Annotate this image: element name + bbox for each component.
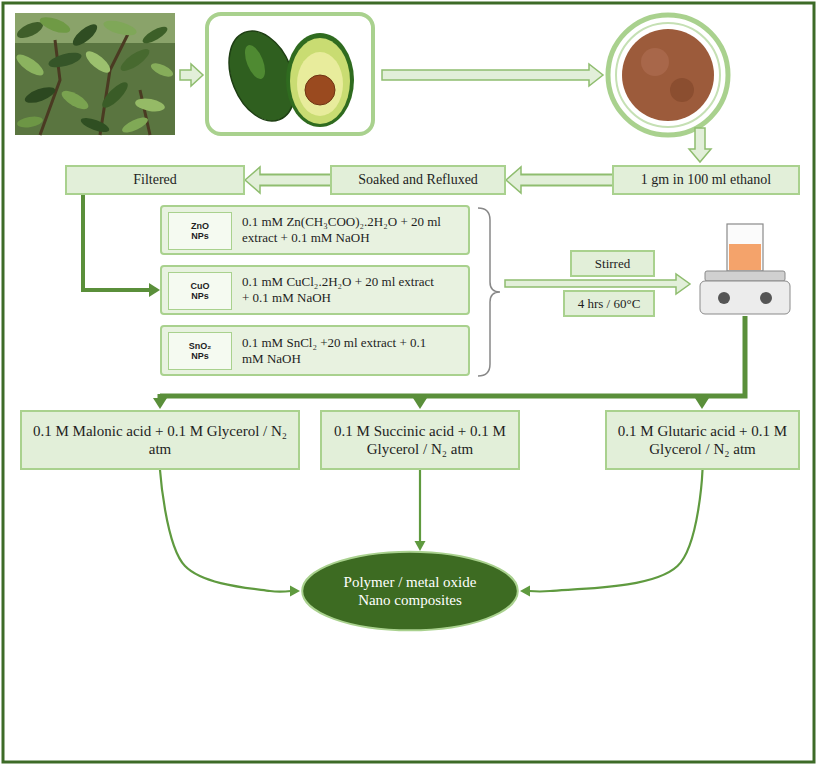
hot-plate-stirrer bbox=[700, 224, 790, 314]
flow-arrow bbox=[83, 195, 160, 297]
leaf bbox=[134, 96, 166, 113]
process-arrow bbox=[689, 128, 711, 162]
product-tag: SnO₂ NPs bbox=[168, 332, 232, 370]
arrow-head bbox=[153, 398, 167, 409]
leaf bbox=[83, 48, 114, 76]
leaf bbox=[38, 14, 72, 36]
avocado-half-skin bbox=[286, 33, 354, 127]
stirrer-knob bbox=[718, 292, 730, 304]
node-label: Stirred bbox=[595, 256, 630, 272]
product-tag: CuO NPs bbox=[168, 272, 232, 310]
node-label: 0.1 mM CuCl₂.2H₂O + 20 ml extract + 0.1 … bbox=[242, 274, 442, 305]
leaf bbox=[118, 45, 153, 74]
flow-arrow bbox=[506, 167, 612, 193]
stirrer-knob bbox=[760, 292, 772, 304]
ellipse-shape bbox=[302, 552, 518, 631]
arrow-head bbox=[290, 586, 300, 597]
powder bbox=[622, 29, 714, 121]
node-label: Filtered bbox=[133, 172, 177, 189]
node-label: 4 hrs / 60°C bbox=[578, 296, 641, 312]
condition-box: 4 hrs / 60°C bbox=[563, 290, 655, 317]
process-box: Filtered bbox=[65, 165, 245, 195]
leaf bbox=[149, 60, 175, 79]
distribution-line bbox=[160, 394, 702, 399]
avocado-half-flesh bbox=[297, 52, 343, 116]
recipe-box: 0.1 mM SnCl₂ +20 ml extract + 0.1 mM NaO… bbox=[160, 325, 470, 376]
powder-shade bbox=[670, 78, 694, 102]
avocado-shine bbox=[241, 42, 269, 81]
ellipse-outline bbox=[300, 550, 520, 632]
avocado-seed bbox=[305, 75, 335, 105]
process-arrow bbox=[180, 64, 203, 86]
arrow-body bbox=[256, 176, 330, 185]
leaf bbox=[16, 115, 43, 129]
leaf bbox=[120, 115, 150, 136]
arrow-head bbox=[149, 283, 160, 297]
picture-ring bbox=[608, 15, 728, 135]
node-label: 0.1 M Malonic acid + 0.1 M Glycerol / N₂… bbox=[32, 422, 288, 458]
leaf bbox=[99, 79, 132, 112]
picture-ring bbox=[616, 23, 720, 127]
node-label: 0.1 M Glutaric acid + 0.1 M Glycerol / N… bbox=[617, 422, 788, 458]
leaf bbox=[13, 51, 46, 79]
recipe-box: 0.1 mM Zn(CH₃COO)₂.2H₂O + 20 ml extract … bbox=[160, 205, 470, 255]
reaction-box: 0.1 M Malonic acid + 0.1 M Glycerol / N₂… bbox=[20, 410, 300, 470]
avocado-half-flesh bbox=[290, 38, 350, 124]
arrow-head bbox=[415, 541, 426, 551]
picture-frame bbox=[207, 14, 373, 134]
leaf bbox=[140, 24, 169, 47]
flow-arrow bbox=[245, 167, 330, 193]
arrow-line bbox=[529, 470, 703, 591]
process-arrow bbox=[382, 64, 603, 86]
leaf bbox=[23, 84, 57, 106]
stirrer-body bbox=[700, 281, 790, 314]
leaf bbox=[79, 115, 111, 135]
flow-arrow bbox=[160, 470, 300, 597]
node-label: ZnO NPs bbox=[185, 221, 215, 242]
curly-bracket bbox=[478, 208, 500, 376]
node-label: 1 gm in 100 ml ethanol bbox=[641, 172, 771, 189]
flow-arrow bbox=[415, 470, 426, 551]
arrow-line bbox=[160, 470, 291, 592]
beaker-liquid bbox=[729, 244, 761, 270]
leaf bbox=[47, 50, 83, 70]
arrow-head bbox=[695, 398, 709, 409]
arrow-body bbox=[517, 176, 612, 185]
product-ellipse: Polymer / metal oxide Nano composites bbox=[300, 550, 520, 632]
process-box: Soaked and Refluxed bbox=[330, 165, 506, 195]
powder-shade bbox=[641, 48, 669, 76]
beaker bbox=[727, 224, 763, 271]
reaction-box: 0.1 M Glutaric acid + 0.1 M Glycerol / N… bbox=[605, 410, 800, 470]
avocado-picture bbox=[207, 14, 373, 134]
product-tag: ZnO NPs bbox=[168, 212, 232, 250]
branch bbox=[40, 30, 150, 135]
reaction-box: 0.1 M Succinic acid + 0.1 M Glycerol / N… bbox=[320, 410, 520, 470]
node-label: CuO NPs bbox=[185, 281, 215, 302]
flow-arrow bbox=[520, 470, 703, 597]
process-box: 1 gm in 100 ml ethanol bbox=[612, 165, 800, 195]
node-label: Polymer / metal oxide Nano composites bbox=[332, 573, 488, 609]
node-label: SnO₂ NPs bbox=[185, 341, 215, 362]
arrow-head bbox=[520, 586, 530, 597]
arrow-head bbox=[413, 398, 427, 409]
condition-box: Stirred bbox=[570, 250, 655, 277]
seed-powder-picture bbox=[608, 15, 728, 135]
arrow-line bbox=[83, 195, 150, 290]
page-frame bbox=[3, 3, 814, 762]
distribution-line bbox=[160, 316, 745, 396]
node-label: Soaked and Refluxed bbox=[358, 172, 478, 189]
node-label: 0.1 mM Zn(CH₃COO)₂.2H₂O + 20 ml extract … bbox=[242, 214, 442, 245]
avocado-tree-photo bbox=[13, 13, 175, 135]
leaf bbox=[59, 87, 91, 112]
arrow-line bbox=[419, 470, 421, 542]
hot-plate-top bbox=[705, 271, 785, 281]
recipe-box: 0.1 mM CuCl₂.2H₂O + 20 ml extract + 0.1 … bbox=[160, 265, 470, 315]
leaf bbox=[70, 21, 101, 49]
leaf bbox=[102, 18, 138, 38]
node-label: 0.1 M Succinic acid + 0.1 M Glycerol / N… bbox=[332, 422, 508, 458]
node-label: 0.1 mM SnCl₂ +20 ml extract + 0.1 mM NaO… bbox=[242, 335, 442, 366]
